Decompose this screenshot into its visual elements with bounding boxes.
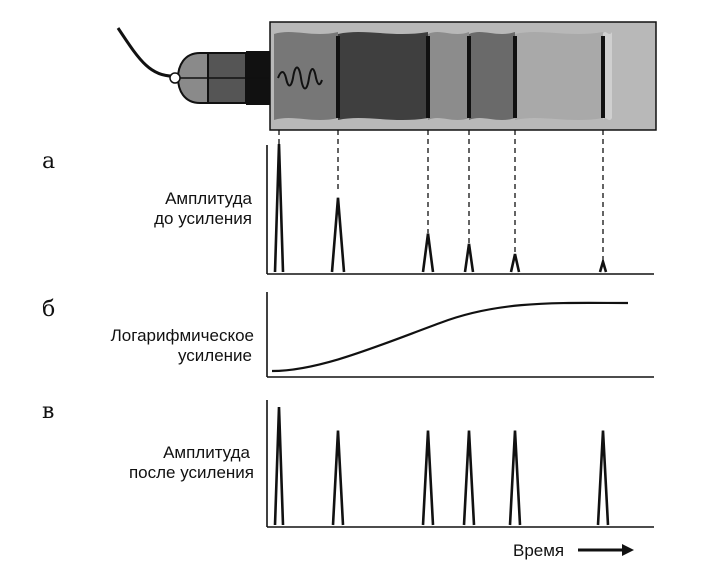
transducer-connector: [169, 72, 181, 84]
panel-a-label-line1: Амплитуда: [165, 189, 252, 208]
echo-peak: [421, 233, 435, 273]
transducer: [169, 51, 276, 105]
tissue-interfaces: [336, 36, 605, 118]
echo-peak: [273, 143, 285, 273]
echo-peak: [462, 430, 476, 526]
tissue-layer: [274, 32, 338, 120]
panel-b-axes: [266, 292, 654, 378]
panel-b-label-line2: усиление: [178, 346, 252, 365]
echo-peaks-after-gain: [273, 406, 610, 526]
echo-peak: [596, 430, 610, 526]
echo-peak: [509, 253, 521, 273]
tissue-layers: [274, 32, 612, 120]
echo-peak: [598, 257, 608, 273]
panel-letter-b: б: [42, 297, 55, 322]
panel-letter-c: в: [42, 399, 54, 424]
tissue-layer: [515, 32, 603, 120]
tissue-layer: [603, 32, 612, 120]
echo-peak: [508, 430, 522, 526]
panel-a-axes: [266, 145, 654, 275]
echo-peak: [273, 406, 285, 526]
panel-letter-a: а: [42, 149, 55, 174]
panel-c-axes: [266, 400, 654, 528]
tissue-layer: [428, 32, 469, 120]
panel-c-label-line2: после усиления: [129, 463, 254, 482]
tissue-layer: [338, 32, 428, 120]
echo-peak: [463, 243, 475, 273]
panel-a-label-line2: до усиления: [154, 209, 252, 228]
echo-peaks-before-gain: [273, 143, 608, 273]
echo-peak: [421, 430, 435, 526]
time-arrow-icon: [578, 544, 634, 556]
time-axis-label: Время: [513, 541, 564, 560]
echo-peak: [330, 197, 346, 273]
ultrasound-pulse-wave: [277, 66, 323, 90]
tissue-layer: [469, 32, 515, 120]
interface-projections: [278, 130, 604, 259]
panel-c-label-line1: Амплитуда: [163, 443, 250, 462]
log-gain-curve: [271, 301, 629, 373]
transducer-cable: [116, 27, 177, 78]
echo-peak: [331, 430, 345, 526]
panel-b-label-line1: Логарифмическое: [111, 326, 254, 345]
